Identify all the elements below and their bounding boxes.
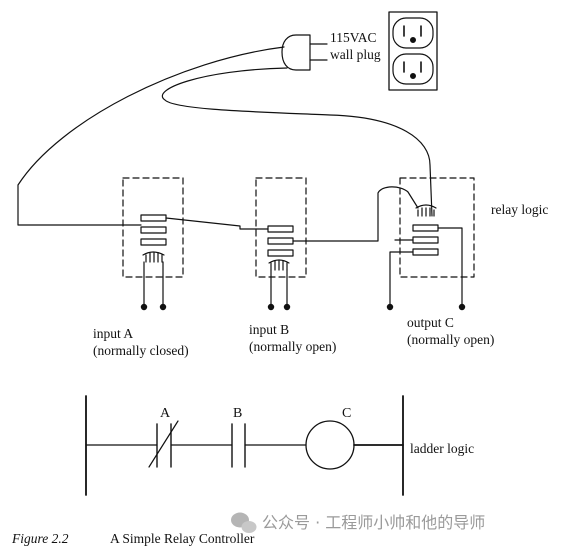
- output-c-module: [386, 177, 475, 311]
- input-a-state: (normally closed): [93, 343, 189, 358]
- input-a-module: [122, 177, 184, 311]
- input-b-label: input B: [249, 322, 289, 337]
- wire-b-to-relay: [292, 186, 419, 242]
- wechat-icon: [231, 512, 257, 533]
- contact-b-label: B: [233, 406, 242, 421]
- output-c-state: (normally open): [407, 332, 494, 347]
- ladder-logic-label: ladder logic: [410, 441, 474, 456]
- power-wire-b: [161, 67, 433, 217]
- plug-label-voltage: 115VAC: [330, 30, 377, 45]
- coil-c: [305, 420, 355, 470]
- wire-a-to-b: [165, 217, 269, 230]
- contact-a-slash: [148, 420, 179, 468]
- figure-title: A Simple Relay Controller: [110, 531, 255, 546]
- ladder-diagram: [85, 395, 404, 496]
- watermark: 公众号 · 工程师小帅和他的导师: [231, 512, 485, 533]
- input-a-label: input A: [93, 326, 133, 341]
- input-b-state: (normally open): [249, 339, 336, 354]
- plug-label-wall-plug: wall plug: [330, 47, 381, 62]
- power-wire-a: [17, 46, 285, 226]
- contact-a-label: A: [160, 406, 171, 421]
- figure-number: Figure 2.2: [11, 531, 69, 546]
- relay-logic-label: relay logic: [491, 202, 548, 217]
- coil-c-label: C: [342, 406, 351, 421]
- wall-plug: [281, 34, 328, 71]
- input-b-module: [255, 177, 307, 311]
- output-c-label: output C: [407, 315, 454, 330]
- watermark-text: 公众号 · 工程师小帅和他的导师: [262, 513, 485, 532]
- wall-outlet: [388, 11, 438, 91]
